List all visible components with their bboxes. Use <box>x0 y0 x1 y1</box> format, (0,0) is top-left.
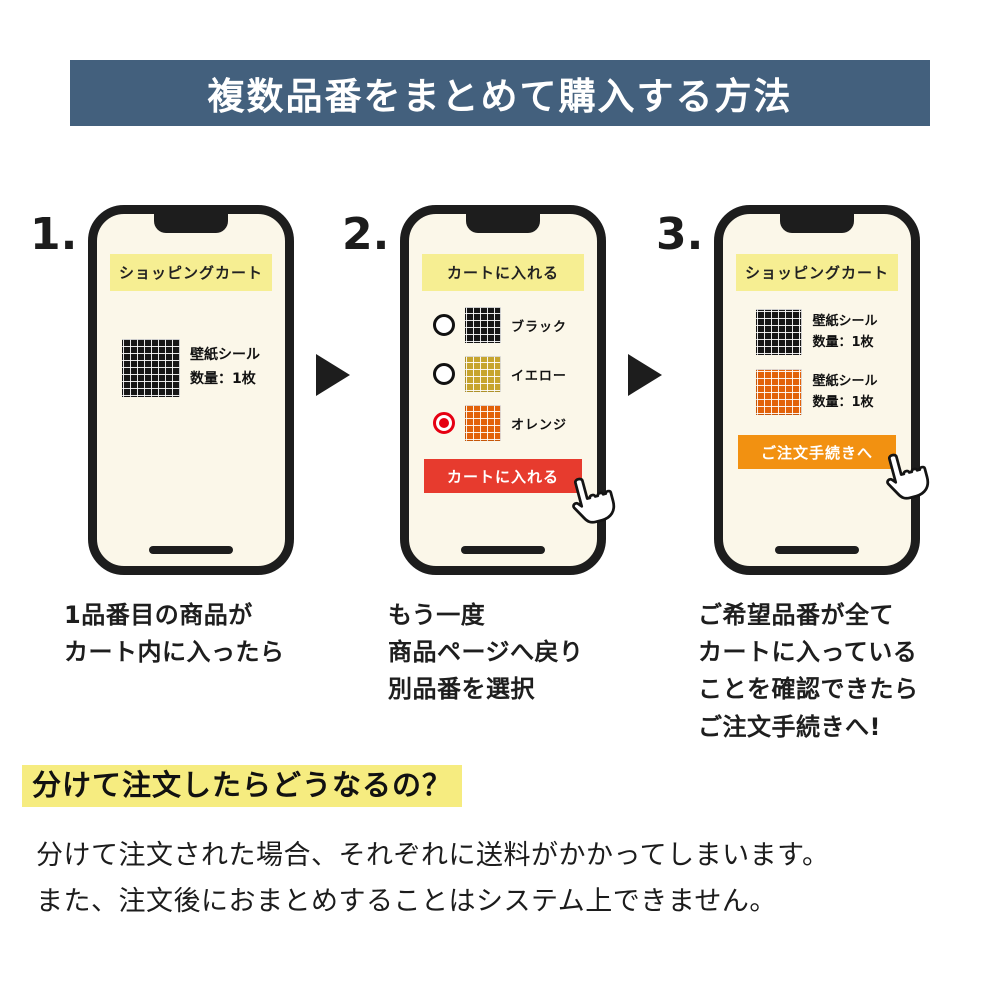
radio-selected-icon[interactable] <box>433 412 455 434</box>
home-indicator <box>775 546 859 554</box>
phone-notch <box>780 213 854 233</box>
product-swatch-black-icon <box>756 309 803 355</box>
product-info: 壁紙シール 数量：1枚 <box>812 371 877 414</box>
radio-unselected-icon[interactable] <box>433 363 455 385</box>
color-options-list: ブラック イエロー オレンジ <box>433 307 597 441</box>
product-quantity: 数量：1枚 <box>812 335 874 350</box>
swatch-yellow-icon <box>465 356 501 392</box>
add-to-cart-button[interactable]: カートに入れる <box>424 459 582 493</box>
add-to-cart-wrap: カートに入れる <box>424 459 616 524</box>
steps-row: 1. ショッピングカート 壁紙シール 数量：1枚 2. カートに入れる <box>0 205 1000 745</box>
cart-banner: ショッピングカート <box>736 254 898 291</box>
faq-body: 分けて注文された場合、それぞれに送料がかかってしまいます。 また、注文後におまと… <box>36 833 829 926</box>
arrow-right-icon <box>628 354 662 396</box>
swatch-black-icon <box>465 307 501 343</box>
option-label: イエロー <box>511 368 567 384</box>
swatch-orange-icon <box>465 405 501 441</box>
product-swatch-orange-icon <box>756 369 803 415</box>
option-label: ブラック <box>511 319 568 335</box>
product-swatch-black-icon <box>122 339 180 397</box>
step-3-number: 3. <box>656 209 704 260</box>
product-info: 壁紙シール 数量：1枚 <box>190 344 260 392</box>
home-indicator <box>461 546 545 554</box>
product-name: 壁紙シール <box>190 347 260 364</box>
hand-cursor-icon <box>886 453 930 500</box>
phone-step-3: ショッピングカート 壁紙シール 数量：1枚 壁紙シール 数量：1枚 ご注文手続き… <box>714 205 930 575</box>
faq-heading-text: 分けて注文したらどうなるの？ <box>22 765 463 807</box>
option-label: オレンジ <box>511 417 568 433</box>
page-title: 複数品番をまとめて購入する方法 <box>70 60 930 126</box>
step-2-caption: もう一度 商品ページへ戻り 別品番を選択 <box>388 601 584 704</box>
proceed-checkout-button[interactable]: ご注文手続きへ <box>738 435 896 469</box>
step-1-number: 1. <box>30 209 78 260</box>
faq-body-line: また、注文後におまとめすることはシステム上できません。 <box>36 886 777 918</box>
step-3-caption: ご希望品番が全て カートに入っている ことを確認できたら ご注文手続きへ! <box>698 601 919 741</box>
faq-heading: 分けて注文したらどうなるの？ <box>22 762 463 807</box>
cart-banner: ショッピングカート <box>110 254 272 291</box>
cart-item: 壁紙シール 数量：1枚 <box>97 339 285 397</box>
page-title-text: 複数品番をまとめて購入する方法 <box>207 75 793 118</box>
step-1-caption: 1品番目の商品が カート内に入ったら <box>64 601 285 667</box>
cart-item: 壁紙シール 数量：1枚 <box>723 309 911 355</box>
phone-notch <box>466 213 540 233</box>
product-name: 壁紙シール <box>812 313 878 329</box>
product-info: 壁紙シール 数量：1枚 <box>812 311 877 354</box>
color-option-orange[interactable]: オレンジ <box>433 405 597 441</box>
home-indicator <box>149 546 233 554</box>
product-quantity: 数量：1枚 <box>190 371 256 387</box>
step-2-number: 2. <box>342 209 390 260</box>
arrow-right-icon <box>316 354 350 396</box>
phone-notch <box>154 213 228 233</box>
checkout-wrap: ご注文手続きへ <box>738 435 930 500</box>
product-quantity: 数量：1枚 <box>812 395 874 410</box>
product-name: 壁紙シール <box>812 373 878 389</box>
color-option-yellow[interactable]: イエロー <box>433 356 597 392</box>
faq-body-line: 分けて注文された場合、それぞれに送料がかかってしまいます。 <box>36 840 830 871</box>
cart-item: 壁紙シール 数量：1枚 <box>723 369 911 415</box>
add-to-cart-banner: カートに入れる <box>422 254 584 291</box>
radio-unselected-icon[interactable] <box>433 314 455 336</box>
phone-step-2: カートに入れる ブラック イエロー オレンジ <box>400 205 616 575</box>
hand-cursor-icon <box>572 477 616 524</box>
phone-step-1: ショッピングカート 壁紙シール 数量：1枚 <box>88 205 294 575</box>
color-option-black[interactable]: ブラック <box>433 307 597 343</box>
